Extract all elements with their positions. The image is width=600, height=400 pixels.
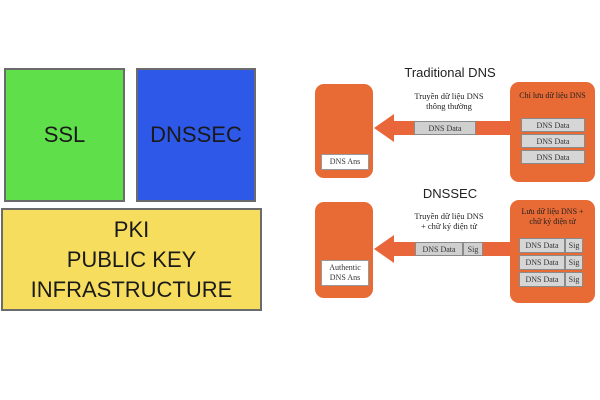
traditional-store-title: Chỉ lưu dữ liệu DNS [519,91,586,100]
traditional-client-node: DNS Ans [315,84,373,178]
dnssec-packet-sig: Sig [463,242,483,256]
traditional-caption: Truyền dữ liệu DNS thông thường [394,91,504,111]
dnssec-store-row-data: DNS Data [519,238,565,253]
dnssec-client-label-line-1: Authentic [329,263,361,272]
ssl-label: SSL [43,122,86,147]
dnssec-client-label-line-2: DNS Ans [329,273,361,282]
traditional-store-row: DNS Data [521,150,585,164]
pki-line-2: PUBLIC KEY [66,246,197,272]
dnssec-title: DNSSEC [422,186,478,201]
dnssec-store-title-line-2: chữ ký điện tử [529,217,576,226]
dnssec-caption-line-1: Truyền dữ liệu DNS [414,211,484,221]
traditional-store-row: DNS Data [521,134,585,148]
traditional-caption-line-1: Truyền dữ liệu DNS [414,91,484,101]
traditional-title: Traditional DNS [404,65,496,80]
traditional-store-row: DNS Data [521,118,585,132]
dnssec-caption-line-2: + chữ ký điện tử [420,221,478,231]
traditional-server-node: Chỉ lưu dữ liệu DNS DNS Data DNS Data DN… [510,82,595,182]
pki-line-3: INFRASTRUCTURE [30,276,233,302]
dnssec-client-label: Authentic DNS Ans [321,260,369,286]
dnssec-store-row-sig: Sig [565,272,583,287]
pki-line-1: PKI [113,216,150,242]
dnssec-client-node: Authentic DNS Ans [315,202,373,298]
dnssec-block: DNSSEC [136,68,256,202]
traditional-packet: DNS Data [414,121,476,135]
pki-block: PKI PUBLIC KEY INFRASTRUCTURE [1,208,262,311]
dnssec-label: DNSSEC [150,122,242,147]
traditional-client-label: DNS Ans [321,154,369,170]
dnssec-packet-data: DNS Data [415,242,463,256]
dnssec-store-row-data: DNS Data [519,272,565,287]
dnssec-caption: Truyền dữ liệu DNS + chữ ký điện tử [394,211,504,231]
ssl-block: SSL [4,68,125,202]
dnssec-store-row-data: DNS Data [519,255,565,270]
dnssec-store-row-sig: Sig [565,238,583,253]
dnssec-store-title-line-1: Lưu dữ liệu DNS + [521,207,584,216]
dnssec-store-row-sig: Sig [565,255,583,270]
dnssec-server-node: Lưu dữ liệu DNS + chữ ký điện tử DNS Dat… [510,200,595,303]
dnssec-store-title: Lưu dữ liệu DNS + chữ ký điện tử [512,207,593,227]
traditional-caption-line-2: thông thường [426,101,472,111]
